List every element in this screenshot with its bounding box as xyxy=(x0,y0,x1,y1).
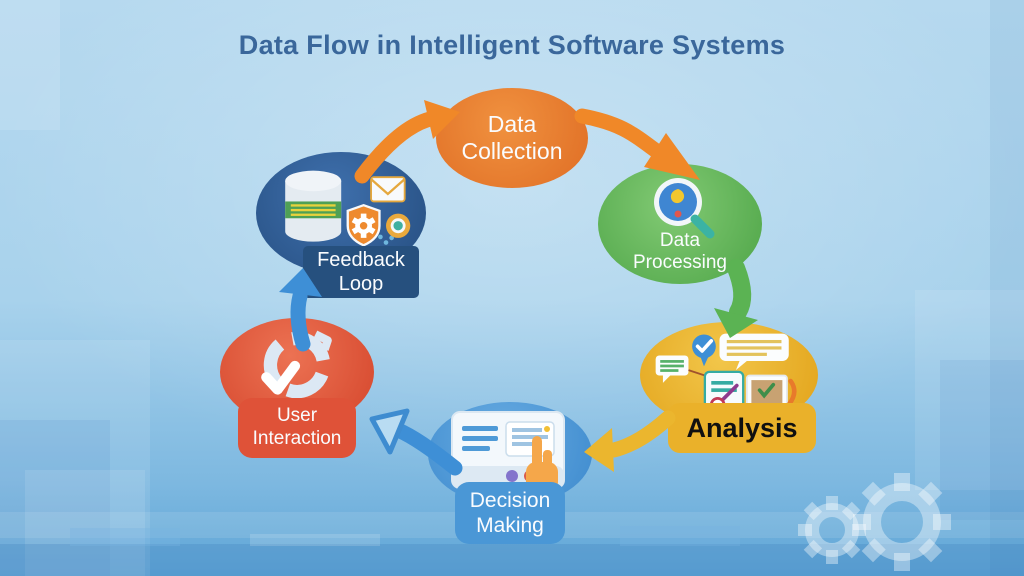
pixel-steps-left xyxy=(0,340,150,576)
node-analysis: Analysis xyxy=(640,322,818,453)
node-label: Analysis xyxy=(668,403,816,453)
node-label: Data Collection xyxy=(461,110,563,164)
pixel-step xyxy=(250,534,380,546)
node-data-processing: Data Processing xyxy=(598,164,762,284)
database-icon xyxy=(285,170,342,242)
arrow-analysis-to-decision xyxy=(584,410,676,472)
right-edge-shade xyxy=(990,0,1024,576)
node-decision-making: Decision Making xyxy=(428,402,592,544)
pixel-patch-topleft xyxy=(0,0,60,130)
node-feedback-loop: Feedback Loop xyxy=(256,152,426,298)
feedback-icons xyxy=(285,170,411,247)
node-label: Data Processing xyxy=(633,229,727,273)
node-user-interaction: User Interaction xyxy=(220,318,374,458)
target-icon xyxy=(378,213,411,245)
shield-gear-icon xyxy=(346,203,381,247)
mail-icon xyxy=(370,176,406,203)
pixel-steps-left xyxy=(25,470,145,576)
pixel-band-dark xyxy=(0,544,1024,576)
node-label: Feedback Loop xyxy=(303,246,419,298)
speech-bubble-icon xyxy=(655,355,689,383)
photo-check-icon xyxy=(745,374,797,410)
node-label: Decision Making xyxy=(455,482,565,544)
node-data-collection: Data Collection xyxy=(436,88,588,188)
pixel-steps-right xyxy=(940,360,1024,520)
check-pin-icon xyxy=(692,334,716,367)
page-title: Data Flow in Intelligent Software System… xyxy=(238,30,786,60)
pixel-step xyxy=(70,528,180,546)
pixel-step xyxy=(620,526,740,546)
pixel-steps-right xyxy=(915,290,1024,490)
node-label: User Interaction xyxy=(238,398,356,458)
magnifier-icon xyxy=(654,178,715,239)
speech-bubble-icon xyxy=(719,333,789,371)
pixel-steps-left xyxy=(0,420,110,576)
